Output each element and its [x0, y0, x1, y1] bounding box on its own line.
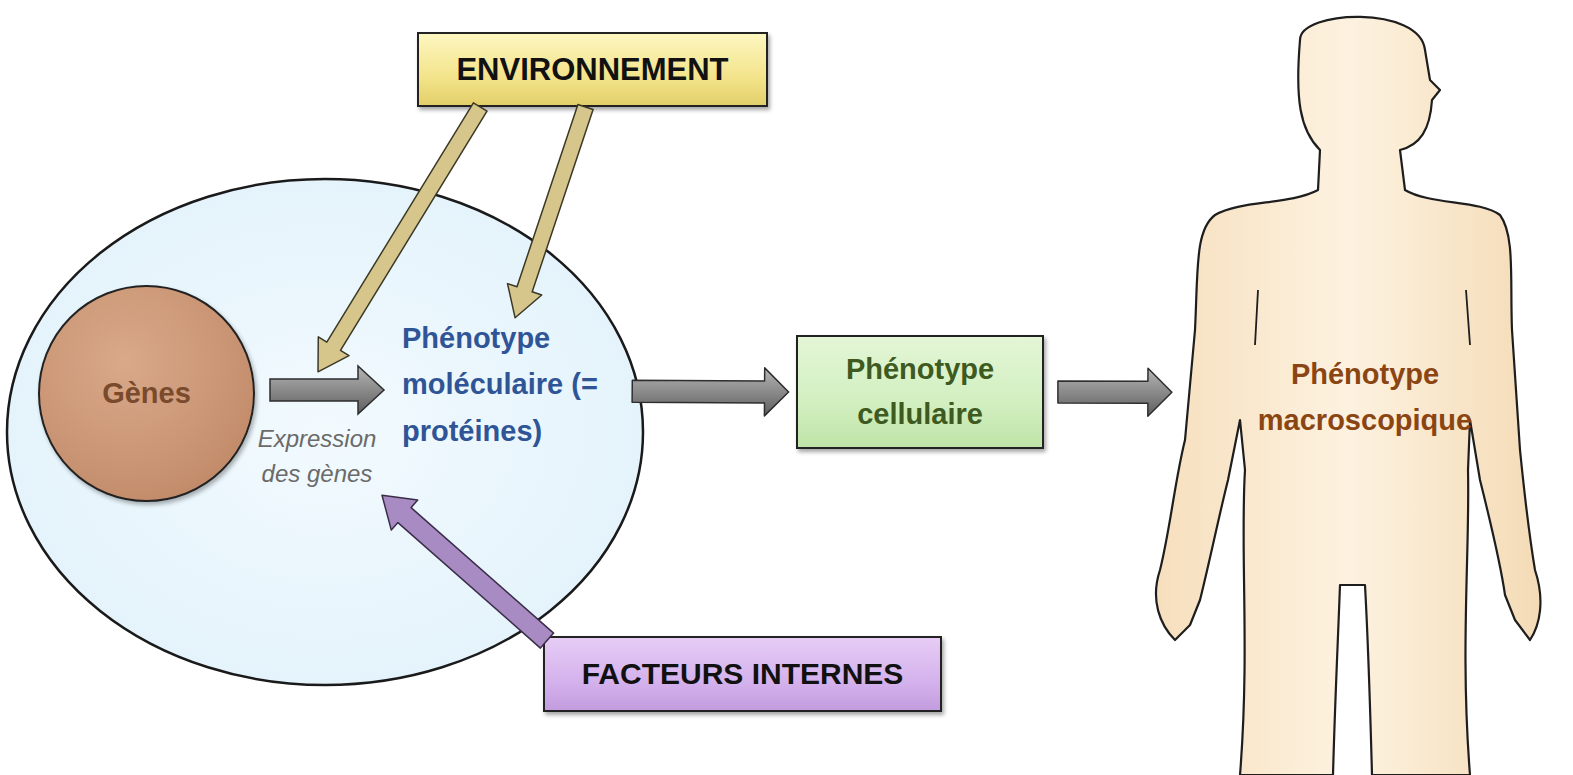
node-text: Phénotype moléculaire (= protéines) — [402, 315, 627, 454]
block-arrow — [382, 495, 554, 648]
node-text: FACTEURS INTERNES — [582, 656, 904, 693]
node-text: Phénotype cellulaire — [798, 347, 1042, 437]
human-body: Phénotype macroscopique — [1148, 5, 1540, 775]
cell-phenotype-box: Phénotype cellulaire — [796, 335, 1044, 449]
internal-factors-box: FACTEURS INTERNES — [543, 636, 942, 712]
block-arrow — [508, 105, 594, 318]
block-arrow — [632, 368, 789, 416]
expression-arrow — [270, 366, 384, 414]
environment-box: ENVIRONNEMENT — [417, 32, 768, 107]
block-arrow — [318, 103, 487, 372]
node-text: Phénotype macroscopique — [1230, 351, 1500, 444]
expression-label: Expression des gènes — [247, 422, 387, 492]
node-text: ENVIRONNEMENT — [456, 51, 728, 89]
genes-circle: Gènes — [38, 285, 255, 502]
block-arrow — [1058, 368, 1172, 416]
node-text: Gènes — [102, 376, 191, 411]
